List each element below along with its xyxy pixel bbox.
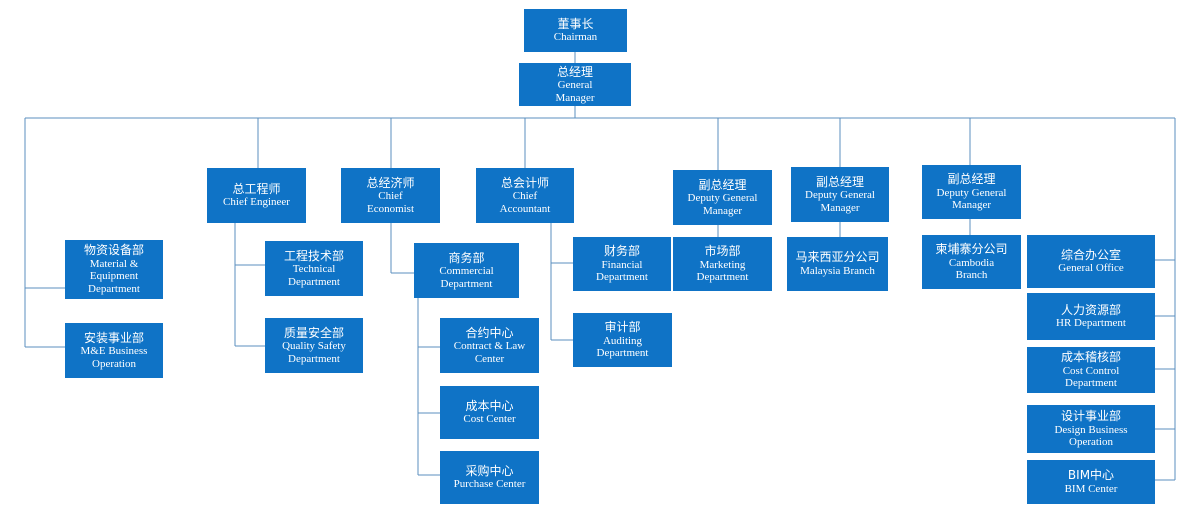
quality-safety-box: 质量安全部 Quality Safety Department	[265, 318, 363, 373]
hr-department-en: HR Department	[1056, 317, 1126, 330]
auditing-department-en: Auditing Department	[596, 334, 649, 360]
bim-center-en: BIM Center	[1064, 482, 1118, 495]
commercial-department-en: Commercial Department	[439, 265, 494, 290]
technical-department-en: Technical Department	[288, 263, 340, 288]
purchase-center-zh: 采购中心	[465, 463, 514, 478]
material-equipment-zh: 物资设备部	[83, 243, 144, 258]
chief-economist-zh: 总经济师	[366, 175, 415, 190]
chief-engineer-box: 总工程师 Chief Engineer	[207, 168, 306, 223]
design-business-zh: 设计事业部	[1060, 409, 1121, 424]
cost-control-box: 成本稽核部 Cost Control Department	[1027, 347, 1155, 393]
chairman-en: Chairman	[553, 31, 598, 44]
cost-control-zh: 成本稽核部	[1060, 350, 1121, 365]
deputy-gm-3-en: Deputy General Manager	[936, 186, 1007, 212]
commercial-department-zh: 商务部	[448, 250, 485, 265]
commercial-department-box: 商务部 Commercial Department	[414, 243, 519, 298]
auditing-department-box: 审计部 Auditing Department	[573, 313, 672, 367]
material-equipment-en: Material & Equipment Department	[88, 257, 140, 296]
deputy-gm-1-zh: 副总经理	[698, 177, 747, 192]
general-manager-en: General Manager	[555, 79, 595, 104]
deputy-gm-2-zh: 副总经理	[815, 174, 864, 189]
design-business-box: 设计事业部 Design Business Operation	[1027, 405, 1155, 453]
general-office-en: General Office	[1058, 262, 1124, 275]
deputy-gm-2-box: 副总经理 Deputy General Manager	[791, 167, 889, 222]
chief-economist-en: Chief Economist	[366, 190, 415, 215]
material-equipment-box: 物资设备部 Material & Equipment Department	[65, 240, 163, 299]
general-manager-box: 总经理 General Manager	[519, 63, 631, 106]
financial-department-en: Financial Department	[596, 258, 648, 284]
deputy-gm-1-box: 副总经理 Deputy General Manager	[673, 170, 772, 225]
auditing-department-zh: 审计部	[604, 320, 641, 335]
purchase-center-box: 采购中心 Purchase Center	[440, 451, 539, 504]
quality-safety-en: Quality Safety Department	[282, 340, 346, 365]
malaysia-branch-box: 马来西亚分公司 Malaysia Branch	[787, 237, 888, 291]
marketing-department-en: Marketing Department	[696, 258, 749, 284]
me-business-zh: 安装事业部	[83, 330, 144, 345]
general-manager-zh: 总经理	[556, 64, 593, 79]
cost-control-en: Cost Control Department	[1062, 364, 1120, 390]
technical-department-zh: 工程技术部	[283, 248, 344, 263]
cost-center-zh: 成本中心	[465, 398, 514, 413]
marketing-department-box: 市场部 Marketing Department	[673, 237, 772, 291]
me-business-en: M&E Business Operation	[80, 345, 148, 370]
chief-engineer-zh: 总工程师	[232, 181, 281, 196]
cost-center-en: Cost Center	[463, 413, 516, 426]
chief-accountant-box: 总会计师 Chief Accountant	[476, 168, 574, 223]
general-office-zh: 综合办公室	[1060, 247, 1121, 262]
design-business-en: Design Business Operation	[1054, 423, 1128, 449]
bim-center-box: BIM中心 BIM Center	[1027, 460, 1155, 504]
cambodia-branch-zh: 柬埔寨分公司	[935, 242, 1008, 257]
malaysia-branch-en: Malaysia Branch	[800, 264, 875, 277]
technical-department-box: 工程技术部 Technical Department	[265, 241, 363, 296]
contract-law-en: Contract & Law Center	[453, 340, 526, 365]
cambodia-branch-en: Cambodia Branch	[948, 256, 995, 282]
quality-safety-zh: 质量安全部	[283, 325, 344, 340]
chief-economist-box: 总经济师 Chief Economist	[341, 168, 440, 223]
marketing-department-zh: 市场部	[704, 244, 741, 259]
cost-center-box: 成本中心 Cost Center	[440, 386, 539, 439]
chairman-box: 董事长 Chairman	[524, 9, 627, 52]
contract-law-box: 合约中心 Contract & Law Center	[440, 318, 539, 373]
deputy-gm-3-zh: 副总经理	[947, 172, 996, 187]
deputy-gm-2-en: Deputy General Manager	[805, 189, 875, 214]
deputy-gm-3-box: 副总经理 Deputy General Manager	[922, 165, 1021, 219]
hr-department-box: 人力资源部 HR Department	[1027, 293, 1155, 340]
cambodia-branch-box: 柬埔寨分公司 Cambodia Branch	[922, 235, 1021, 289]
chief-accountant-zh: 总会计师	[500, 175, 549, 190]
contract-law-zh: 合约中心	[465, 325, 514, 340]
purchase-center-en: Purchase Center	[453, 478, 526, 491]
chief-engineer-en: Chief Engineer	[223, 196, 290, 209]
financial-department-zh: 财务部	[603, 244, 640, 259]
financial-department-box: 财务部 Financial Department	[573, 237, 671, 291]
bim-center-zh: BIM中心	[1067, 468, 1115, 483]
me-business-box: 安装事业部 M&E Business Operation	[65, 323, 163, 378]
chairman-zh: 董事长	[557, 16, 594, 31]
general-office-box: 综合办公室 General Office	[1027, 235, 1155, 288]
hr-department-zh: 人力资源部	[1060, 302, 1121, 317]
deputy-gm-1-en: Deputy General Manager	[687, 192, 758, 217]
chief-accountant-en: Chief Accountant	[499, 190, 551, 215]
malaysia-branch-zh: 马来西亚分公司	[795, 250, 880, 265]
